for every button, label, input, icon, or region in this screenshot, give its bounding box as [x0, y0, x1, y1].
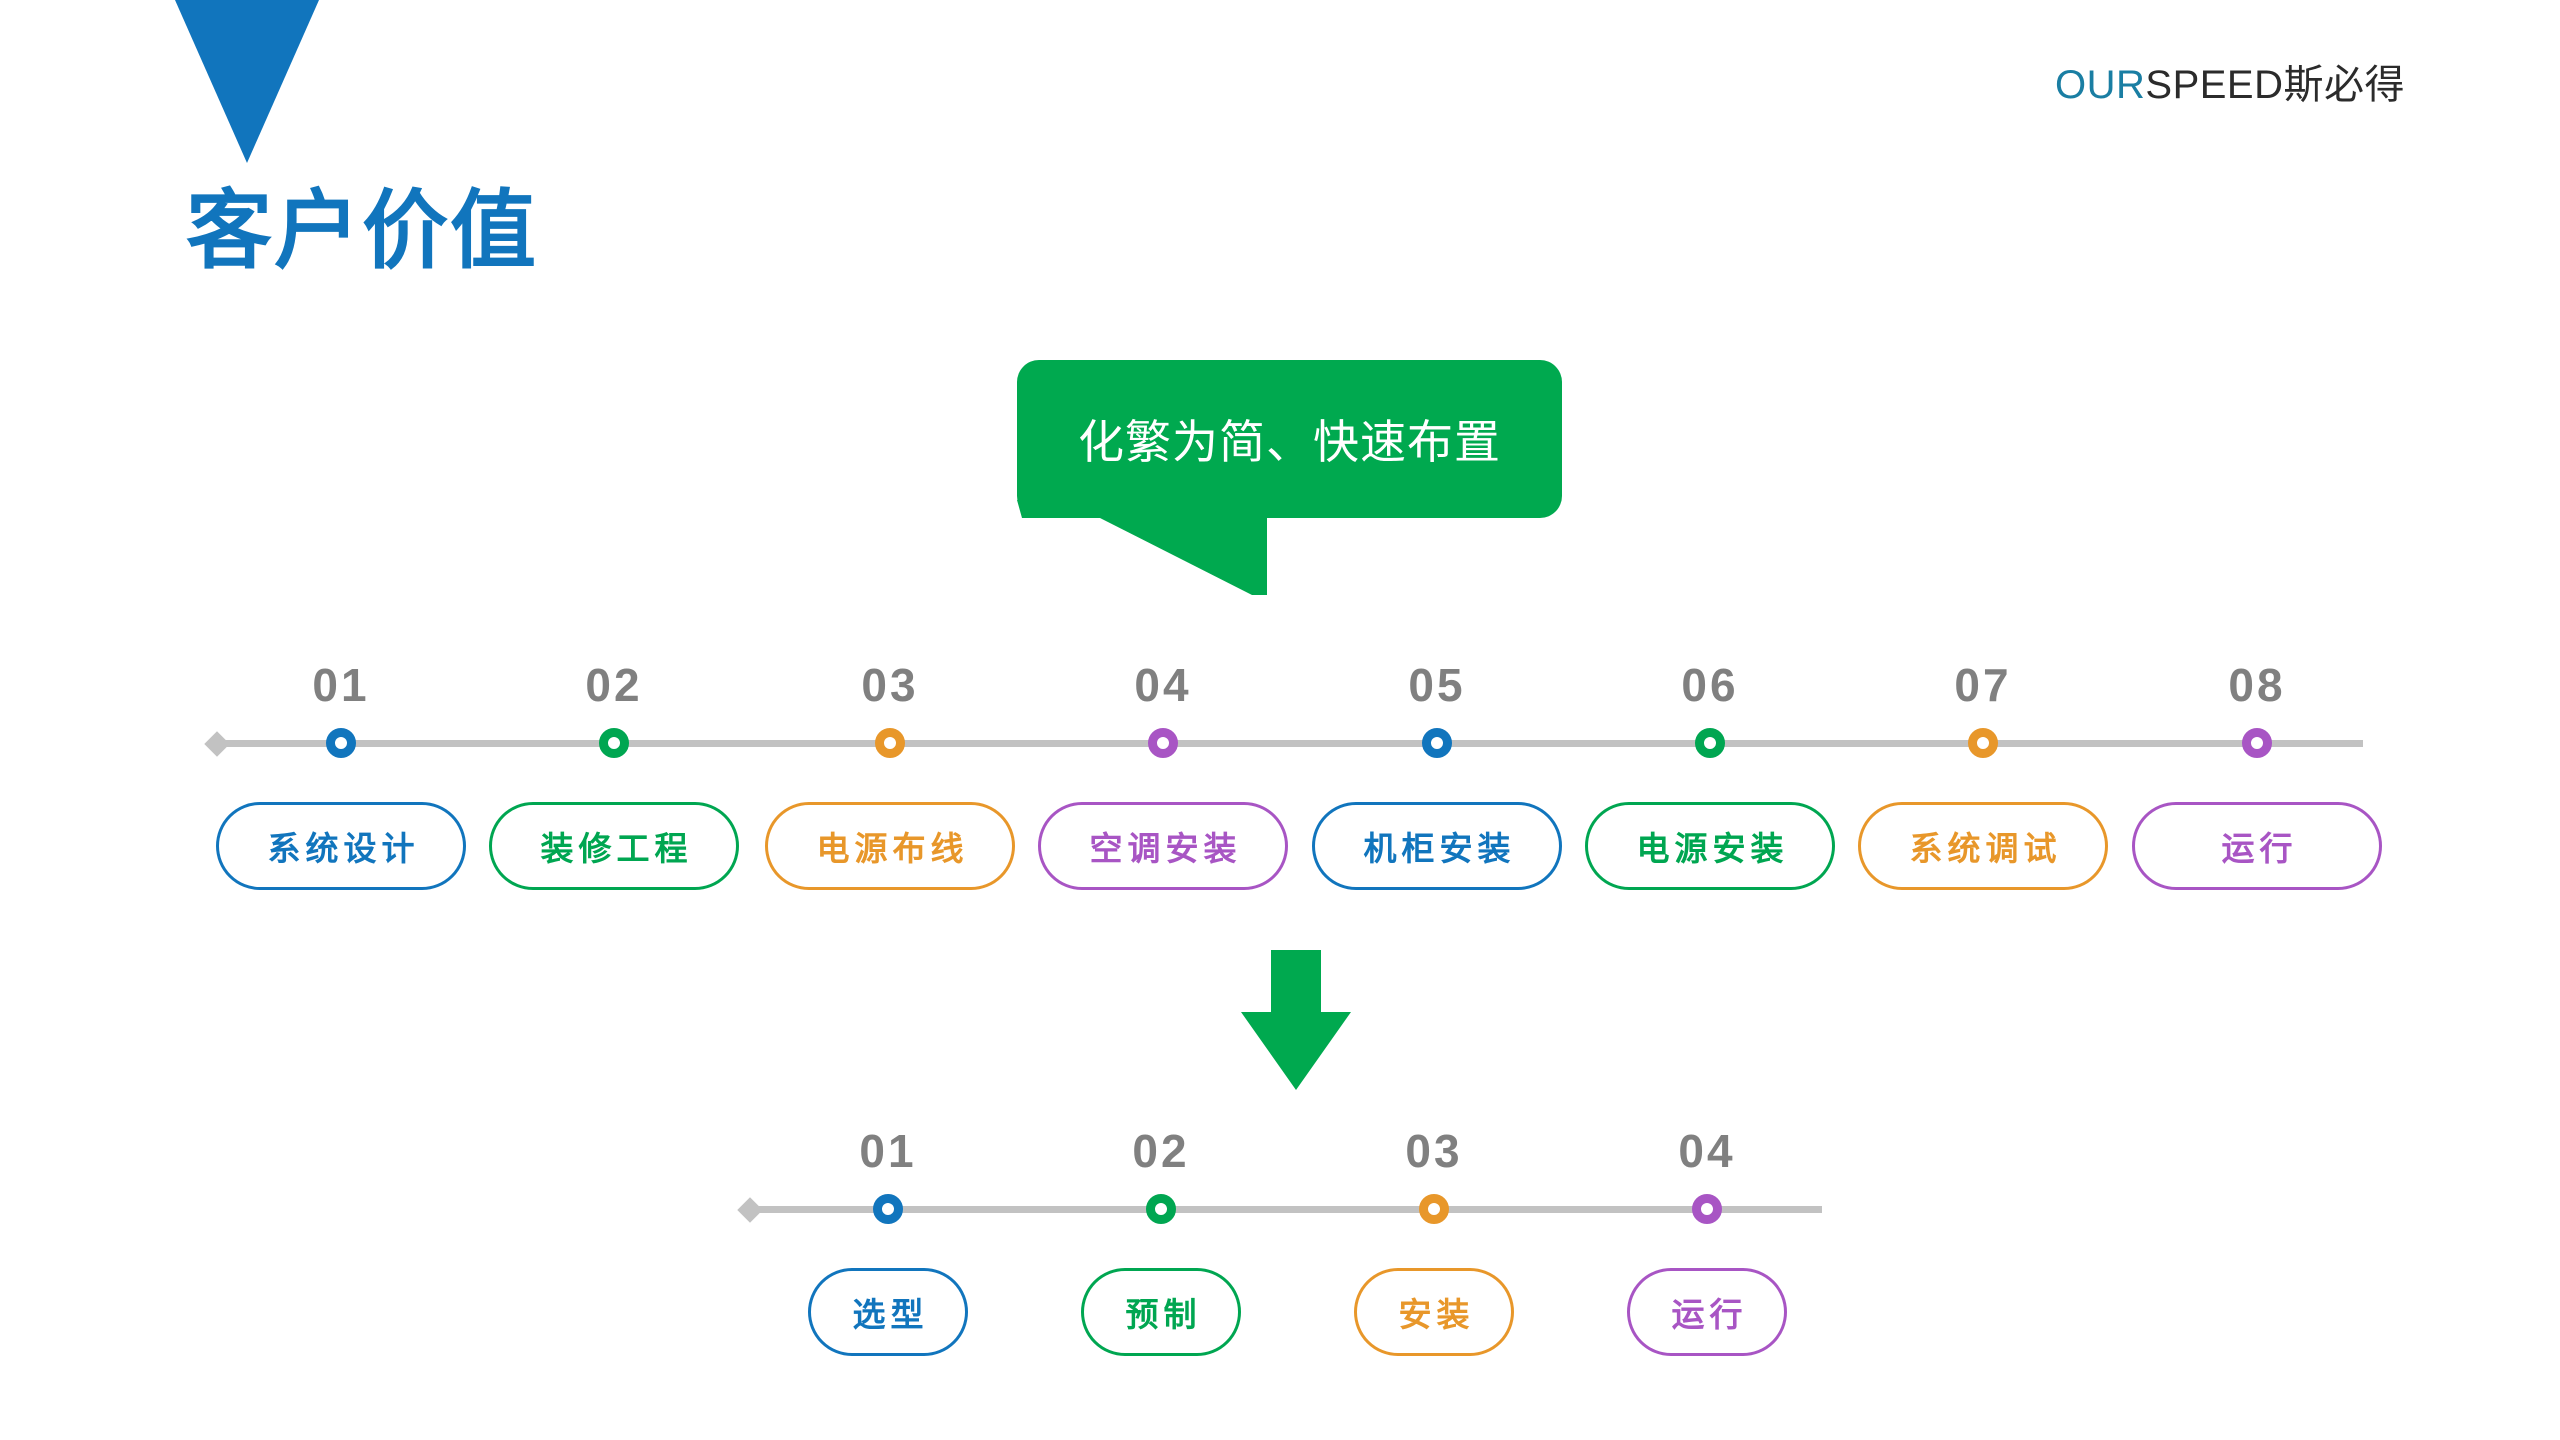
timeline-after-axis-line [745, 1206, 1822, 1213]
brand-logo: OURSPEED斯必得 [2055, 52, 2405, 110]
timeline-before-step-number: 01 [312, 659, 370, 711]
timeline-after-step-number: 04 [1678, 1125, 1736, 1177]
timeline-before-step-label: 系统调试 [1909, 830, 2062, 867]
timeline-after-step-pill[interactable]: 选型 [808, 1268, 968, 1356]
timeline-before-step-label: 空调安装 [1089, 830, 1242, 867]
timeline-after: 01 选型 02 预制 03 安装 04 运行 [0, 1125, 2560, 1366]
timeline-before-step-pill[interactable]: 运行 [2132, 802, 2382, 890]
timeline-after-step-number: 03 [1405, 1125, 1463, 1177]
timeline-after-step-number: 01 [859, 1125, 917, 1177]
timeline-before-step-number: 03 [861, 659, 919, 711]
timeline-before-step-label: 装修工程 [540, 830, 693, 867]
timeline-after-step-label: 安装 [1398, 1296, 1475, 1333]
timeline-after-step-number: 02 [1132, 1125, 1190, 1177]
timeline-before-step-pill[interactable]: 空调安装 [1038, 802, 1288, 890]
corner-triangle-decoration [175, 0, 319, 163]
down-arrow-icon [1241, 950, 1351, 1090]
timeline-after-step-pill[interactable]: 安装 [1354, 1268, 1514, 1356]
timeline-before-step-label: 机柜安装 [1363, 830, 1516, 867]
timeline-before-step-marker-icon[interactable] [1968, 728, 1998, 758]
timeline-before-step-label: 运行 [2221, 830, 2298, 867]
timeline-before-step-label: 电源安装 [1636, 830, 1789, 867]
timeline-before-step-label: 系统设计 [267, 830, 420, 867]
timeline-before-step-number: 04 [1134, 659, 1192, 711]
timeline-before: 01 系统设计 02 装修工程 03 电源布线 04 空调安装 05 机柜安装 06 电源安装 07 系统… [0, 659, 2560, 900]
timeline-before-step-number: 08 [2228, 659, 2286, 711]
timeline-after-step-marker-icon[interactable] [873, 1194, 903, 1224]
timeline-after-step-label: 运行 [1671, 1296, 1748, 1333]
timeline-before-step-label: 电源布线 [816, 830, 969, 867]
timeline-after-step-pill[interactable]: 运行 [1627, 1268, 1787, 1356]
timeline-before-step-marker-icon[interactable] [599, 728, 629, 758]
timeline-after-step-marker-icon[interactable] [1146, 1194, 1176, 1224]
timeline-before-step-pill[interactable]: 机柜安装 [1312, 802, 1562, 890]
brand-chinese-text: 斯必得 [2283, 63, 2405, 107]
timeline-before-step-number: 06 [1681, 659, 1739, 711]
timeline-after-start-diamond-icon [737, 1197, 763, 1223]
timeline-before-step-marker-icon[interactable] [1148, 728, 1178, 758]
timeline-before-step-marker-icon[interactable] [326, 728, 356, 758]
timeline-before-step-pill[interactable]: 系统设计 [216, 802, 466, 890]
timeline-before-step-pill[interactable]: 系统调试 [1858, 802, 2108, 890]
brand-speed-text: SPEED [2145, 63, 2284, 107]
callout-bubble: 化繁为简、快速布置 [1017, 360, 1562, 518]
timeline-before-axis-line [212, 740, 2363, 747]
timeline-before-step-marker-icon[interactable] [2242, 728, 2272, 758]
timeline-before-step-pill[interactable]: 电源安装 [1585, 802, 1835, 890]
timeline-before-step-number: 07 [1954, 659, 2012, 711]
brand-our-text: OUR [2055, 63, 2146, 107]
timeline-before-start-diamond-icon [204, 731, 230, 757]
timeline-after-step-label: 预制 [1125, 1296, 1202, 1333]
timeline-after-step-label: 选型 [852, 1296, 929, 1333]
timeline-before-step-marker-icon[interactable] [1422, 728, 1452, 758]
timeline-before-step-number: 05 [1408, 659, 1466, 711]
timeline-before-step-pill[interactable]: 电源布线 [765, 802, 1015, 890]
page-title: 客户价值 [186, 183, 538, 279]
timeline-before-step-marker-icon[interactable] [875, 728, 905, 758]
callout-text: 化繁为简、快速布置 [1078, 416, 1501, 468]
timeline-before-step-number: 02 [585, 659, 643, 711]
timeline-before-step-pill[interactable]: 装修工程 [489, 802, 739, 890]
timeline-after-step-marker-icon[interactable] [1692, 1194, 1722, 1224]
timeline-after-step-pill[interactable]: 预制 [1081, 1268, 1241, 1356]
timeline-before-step-marker-icon[interactable] [1695, 728, 1725, 758]
timeline-after-step-marker-icon[interactable] [1419, 1194, 1449, 1224]
